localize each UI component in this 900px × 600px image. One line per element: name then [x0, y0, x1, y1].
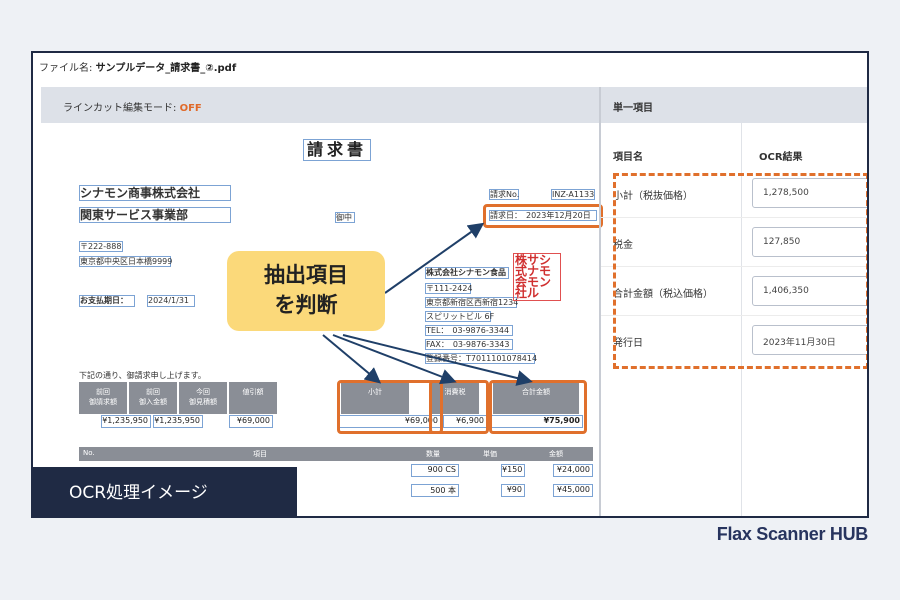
issuer-address: 東京都新宿区西新宿1234 [425, 297, 519, 308]
arrow-layer [322, 222, 533, 386]
due-date: 2024/1/31 [147, 295, 195, 307]
issuer-tel: TEL： 03-9876-3344 [425, 325, 513, 336]
customer-division: 関東サービス事業部 [79, 207, 231, 223]
summary-head-current: 今回御見積額 [179, 382, 227, 414]
summary-head-total: 合計金額 [493, 382, 579, 414]
callout-line-2: を判断 [274, 293, 338, 317]
company-seal: 株サシ式ナモ会モン社ル [513, 253, 561, 301]
linecut-mode-state: OFF [179, 103, 202, 114]
row-label-subtotal: 小計（税抜価格） [613, 191, 693, 202]
ocr-input-total[interactable]: 1,406,350 [752, 276, 867, 306]
arrow-to-total [342, 334, 533, 386]
item-row-1-price: ¥150 [501, 464, 525, 477]
ocr-result-highlight [613, 173, 867, 369]
ocr-input-issue-date[interactable]: 2023年11月30日 [752, 325, 867, 355]
brand-logo: Flax Scanner HUB [716, 524, 869, 544]
highlight-tax [429, 380, 489, 434]
highlight-issue-date [483, 204, 603, 228]
issuer-registration: 登録番号：T7011101078414 [425, 353, 538, 364]
due-date-label: お支払期日： [79, 295, 135, 307]
file-name-value: サンプルデータ_請求書_②.pdf [95, 63, 237, 74]
extraction-callout: 抽出項目 を判断 [227, 251, 385, 331]
row-separator [601, 266, 867, 267]
invoice-title: 請求書 [303, 139, 371, 161]
item-row-1-qty: 900 CS [411, 464, 459, 477]
customer-address: 東京都中央区日本橋9999 [79, 256, 173, 267]
summary-val-current: ¥69,000 [229, 415, 273, 428]
arrow-to-issue-date [384, 222, 485, 294]
summary-head-subtotal: 小計 [341, 382, 409, 414]
issuer-building: スピリットビル 6F [425, 311, 495, 322]
ocr-input-tax[interactable]: 127,850 [752, 227, 867, 257]
highlight-subtotal [337, 380, 443, 434]
arrow-to-subtotal [322, 334, 382, 384]
invoice-no: INZ-A1133 [551, 189, 595, 200]
row-separator [601, 217, 867, 218]
arrow-to-tax [332, 334, 457, 385]
invoice-note: 下記の通り、御請求申し上げます。 [79, 371, 206, 380]
column-head-ocr-result: OCR結果 [759, 152, 803, 163]
panel-divider [599, 87, 601, 516]
row-separator [601, 315, 867, 316]
summary-head-tax: 消費税 [431, 382, 479, 414]
row-label-tax: 税金 [613, 240, 633, 251]
items-head-price: 単価 [461, 447, 519, 461]
screenshot-frame: ファイル名: サンプルデータ_請求書_②.pdf ラインカット編集モード: OF… [31, 51, 869, 518]
summary-val-prev-billed: ¥1,235,950 [101, 415, 151, 428]
items-head-qty: 数量 [405, 447, 461, 461]
file-name: ファイル名: サンプルデータ_請求書_②.pdf [39, 59, 236, 74]
invoice-no-label: 請求No. [489, 189, 520, 200]
item-row-1-amount: ¥24,000 [553, 464, 593, 477]
items-head-item: 項目 [115, 447, 405, 461]
issuer-name: 株式会社シナモン食品 [425, 267, 509, 279]
issuer-fax: FAX： 03-9876-3343 [425, 339, 513, 350]
item-row-2-price: ¥90 [501, 484, 525, 497]
issuer-zip: 〒111-2424 [425, 283, 473, 294]
items-head-amount: 金額 [519, 447, 593, 461]
panel-column-divider [741, 123, 742, 516]
summary-head-prev-billed: 前回御請求額 [79, 382, 127, 414]
row-label-issue-date: 発行日 [613, 338, 643, 349]
items-head-no: No. [79, 447, 115, 461]
ocr-image-label: OCR処理イメージ [33, 467, 297, 516]
item-row-2-amount: ¥45,000 [553, 484, 593, 497]
summary-head-discount: 値引額 [229, 382, 277, 414]
column-head-item-name: 項目名 [613, 152, 643, 163]
summary-val-prev-received: ¥1,235,950 [153, 415, 203, 428]
customer-company: シナモン商事株式会社 [79, 185, 231, 201]
linecut-mode-toggle[interactable]: ラインカット編集モード: OFF [63, 99, 202, 114]
honorific: 御中 [335, 212, 355, 223]
callout-line-1: 抽出項目 [264, 263, 348, 287]
customer-zip: 〒222-888 [79, 241, 123, 252]
summary-head-prev-received: 前回御入金額 [129, 382, 177, 414]
issue-date: 請求日： 2023年12月20日 [489, 210, 597, 221]
row-label-total: 合計金額（税込価格） [613, 289, 713, 300]
linecut-mode-label: ラインカット編集モード: [63, 103, 180, 114]
highlight-total [489, 380, 587, 434]
single-item-panel-title: 単一項目 [613, 103, 653, 114]
item-row-2-qty: 500 本 [411, 484, 459, 497]
single-item-panel-header: 単一項目 [601, 87, 867, 123]
ocr-input-subtotal[interactable]: 1,278,500 [752, 178, 867, 208]
file-name-prefix: ファイル名: [39, 63, 96, 74]
linecut-toolbar: ラインカット編集モード: OFF [41, 87, 599, 123]
